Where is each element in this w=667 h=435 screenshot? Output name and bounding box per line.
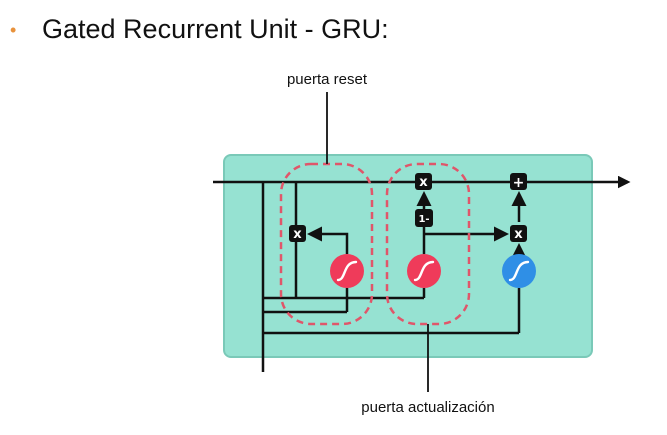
tanh-icon [502, 254, 536, 288]
update-sigmoid-icon [407, 254, 441, 288]
svg-text:x: x [419, 175, 428, 190]
bullet-marker: • [10, 20, 17, 40]
svg-text:1-: 1- [418, 214, 429, 225]
update-multiply-op: x [415, 173, 432, 190]
svg-text:+: + [513, 175, 525, 191]
one-minus-op: 1- [415, 209, 433, 227]
slide-title: Gated Recurrent Unit - GRU: [42, 14, 389, 44]
gru-cell-box [223, 154, 593, 358]
reset-sigmoid-to-mult [307, 226, 349, 254]
add-op: + [510, 173, 527, 191]
candidate-multiply-op: x [510, 225, 527, 242]
svg-text:x: x [293, 227, 302, 242]
svg-text:x: x [514, 227, 523, 242]
update-gate-label: puerta actualización [361, 399, 494, 416]
slide-header: • Gated Recurrent Unit - GRU: [0, 0, 667, 60]
reset-sigmoid-icon [330, 254, 364, 288]
reset-multiply-op: x [289, 225, 306, 242]
reset-gate-label: puerta reset [287, 71, 368, 88]
